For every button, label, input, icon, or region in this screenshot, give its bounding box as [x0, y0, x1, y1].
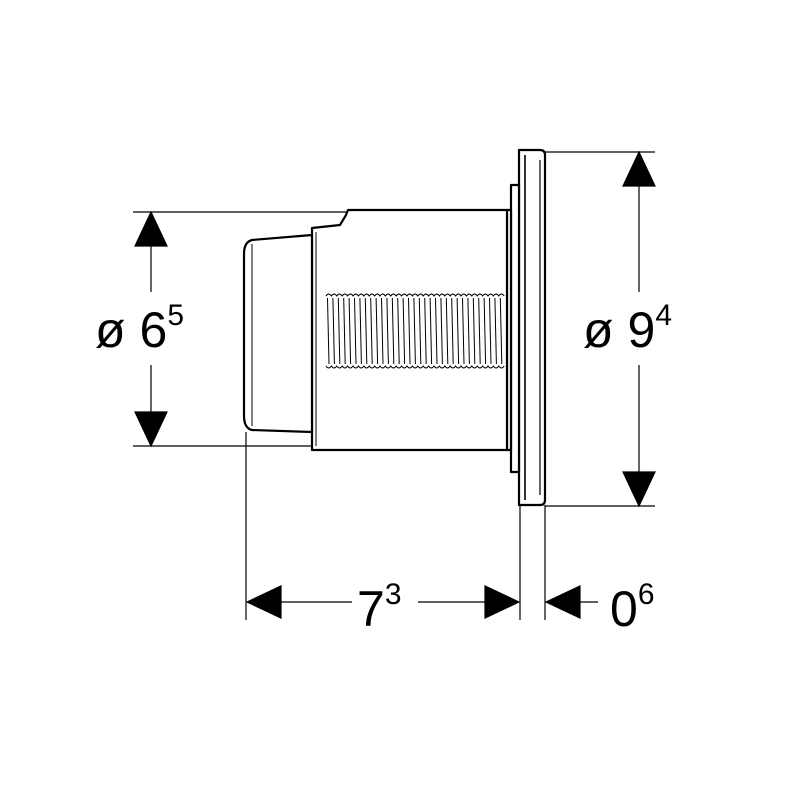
extension-lines: [133, 151, 655, 620]
thread-groove: [375, 297, 379, 365]
arrow-inner-down: [134, 411, 168, 448]
thread-groove: [413, 297, 416, 365]
thread-groove: [386, 297, 389, 365]
plate-thickness-label: 06: [610, 578, 655, 637]
thread-groove: [435, 297, 438, 365]
cover-plate: [517, 148, 547, 507]
thread-groove: [494, 297, 497, 365]
thread-groove: [327, 297, 330, 365]
thread-groove: [418, 297, 422, 365]
arrow-depth-right: [484, 585, 521, 619]
thread-groove: [391, 297, 395, 365]
thread-groove: [402, 297, 406, 365]
thread-groove: [381, 297, 384, 365]
thread-groove: [451, 297, 454, 365]
thread-groove: [445, 297, 449, 365]
thread-groove: [397, 297, 400, 365]
part-outline: [242, 148, 547, 507]
mounting-flange: [509, 183, 521, 474]
thread-groove: [337, 297, 341, 365]
thread-top-edge: [325, 293, 505, 297]
thread-groove: [364, 297, 368, 365]
thread-groove: [467, 297, 470, 365]
depth-label: 73: [357, 578, 402, 637]
push-cap: [242, 233, 314, 434]
arrow-outer-up: [622, 150, 656, 187]
thread-pattern: [325, 293, 505, 369]
dimension-lines: [134, 150, 656, 619]
thread-groove: [456, 297, 460, 365]
thread-groove: [359, 297, 362, 365]
thread-groove: [483, 297, 487, 365]
thread-groove: [332, 297, 335, 365]
thread-groove: [440, 297, 443, 365]
thread-groove: [499, 297, 503, 365]
thread-groove: [343, 297, 346, 365]
thread-groove: [408, 297, 411, 365]
arrow-outer-down: [622, 471, 656, 508]
thread-groove: [424, 297, 427, 365]
thread-groove: [370, 297, 373, 365]
thread-groove: [354, 297, 357, 365]
thread-groove: [472, 297, 476, 365]
arrow-depth-left: [245, 585, 282, 619]
arrow-thickness-left: [544, 585, 581, 619]
thread-groove: [478, 297, 481, 365]
thread-groove: [348, 297, 352, 365]
thread-groove: [489, 297, 492, 365]
arrow-inner-up: [134, 210, 168, 247]
thread-bottom-edge: [325, 365, 505, 369]
thread-groove: [429, 297, 433, 365]
thread-groove: [462, 297, 465, 365]
